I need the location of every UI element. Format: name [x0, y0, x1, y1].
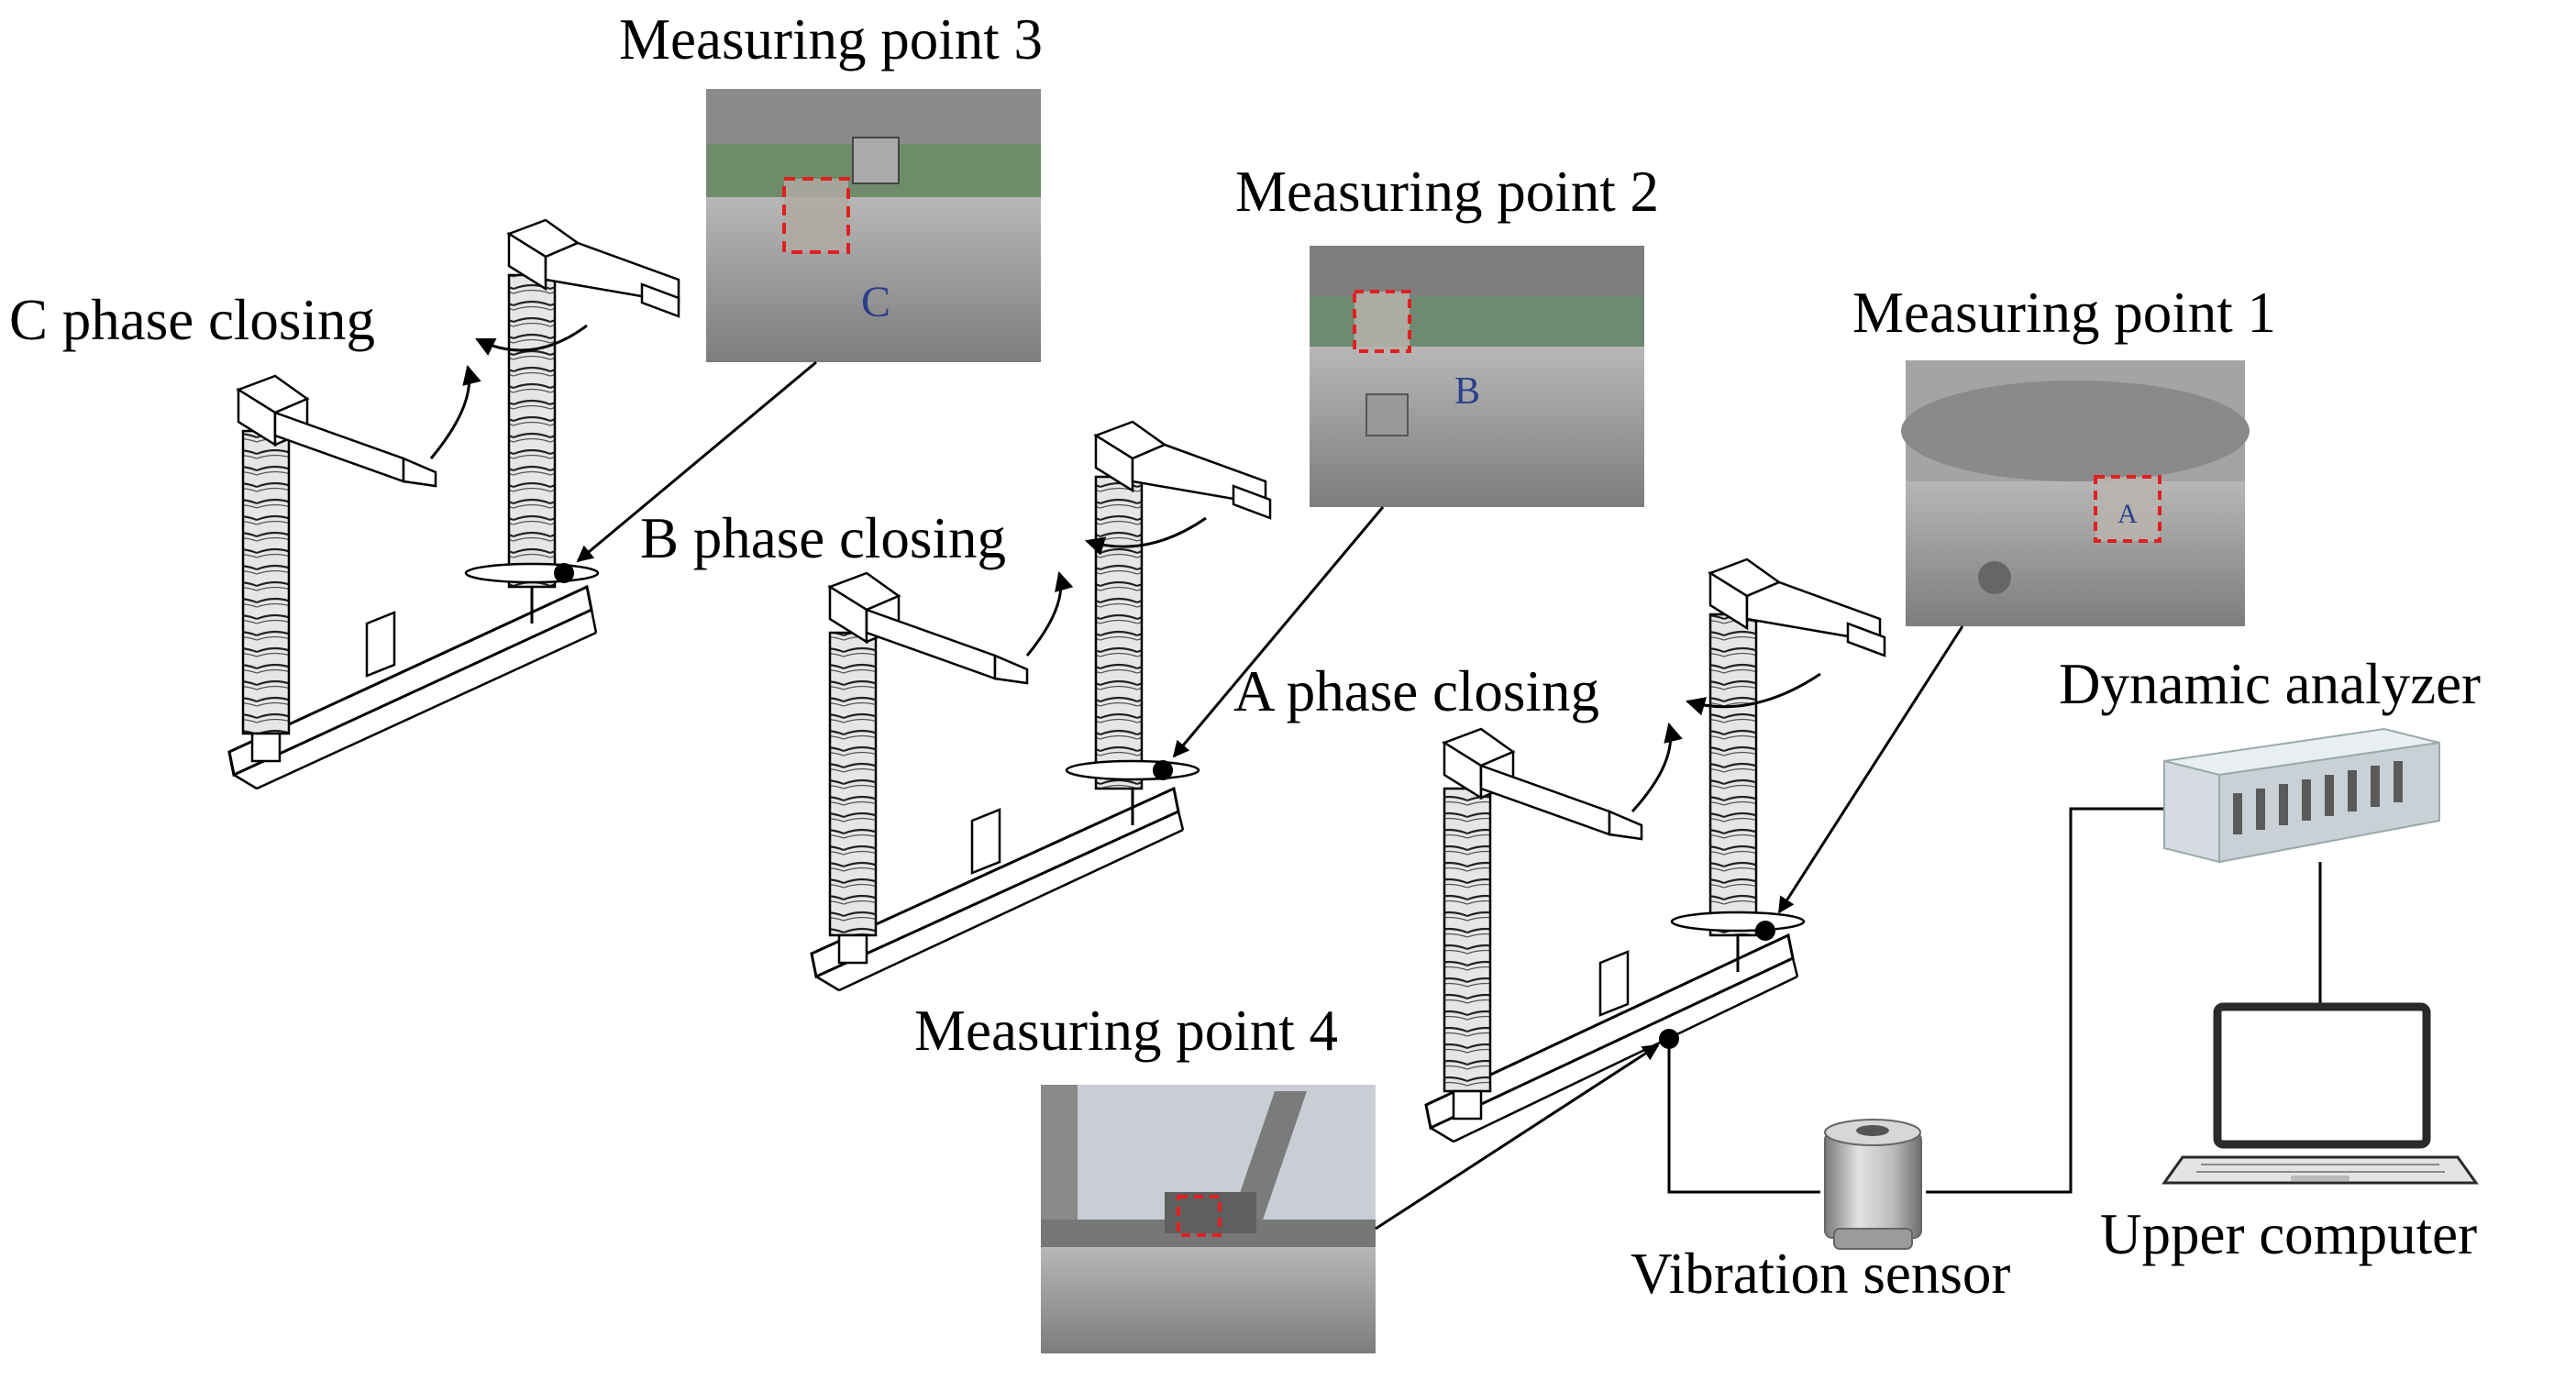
signal-wiring — [1667, 807, 2322, 1194]
label-measuring-point-3: Measuring point 3 — [619, 7, 1043, 72]
dynamic-analyzer-icon — [2163, 727, 2440, 864]
photo-mark-c: C — [861, 278, 890, 326]
disconnector-phase-c — [227, 218, 680, 790]
marker-box-point-3 — [782, 177, 850, 254]
label-measuring-point-4: Measuring point 4 — [914, 999, 1338, 1063]
photo-measuring-point-2: B — [1310, 246, 1644, 507]
photo-mark-a: A — [2117, 499, 2138, 529]
label-upper-computer: Upper computer — [2100, 1202, 2478, 1266]
leader-lines — [576, 360, 1964, 1231]
label-vibration-sensor: Vibration sensor — [1631, 1242, 2011, 1306]
vibration-sensor-icon — [1824, 1119, 1922, 1250]
label-measuring-point-1: Measuring point 1 — [1852, 281, 2276, 345]
disconnector-phase-b — [810, 420, 1272, 992]
disconnector-phase-a — [1424, 558, 1886, 1143]
label-b-phase-closing: B phase closing — [640, 506, 1006, 570]
marker-box-point-2 — [1353, 290, 1411, 353]
photo-measuring-point-1: A — [1901, 360, 2250, 626]
photo-mark-b: B — [1454, 370, 1480, 413]
label-a-phase-closing: A phase closing — [1233, 659, 1599, 723]
marker-box-point-4 — [1177, 1195, 1222, 1237]
photo-measuring-point-4 — [1041, 1085, 1376, 1353]
label-dynamic-analyzer: Dynamic analyzer — [2059, 652, 2482, 716]
upper-computer-icon — [2161, 1002, 2479, 1185]
photo-measuring-point-3: C — [706, 89, 1041, 362]
label-measuring-point-2: Measuring point 2 — [1235, 160, 1659, 224]
marker-box-point-1 — [2094, 475, 2161, 543]
label-c-phase-closing: C phase closing — [9, 288, 375, 352]
